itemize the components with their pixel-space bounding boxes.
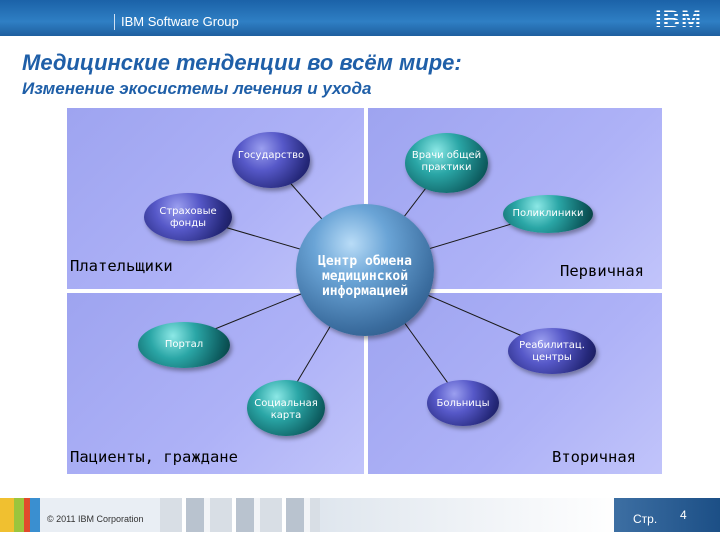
ibm-logo: IBM [655,6,702,33]
subtitle-italic: лечения [233,79,303,98]
label-secondary: Вторичная [552,448,636,466]
node-center[interactable] [296,204,434,336]
quadrant-patients [67,293,364,474]
node-polyclinics [503,195,593,233]
node-gp [405,133,488,193]
slide-title: Медицинские тенденции во всём мире: [22,50,462,75]
subtitle-plain: Изменение экосистемы [22,79,234,98]
footer-page-area [614,498,720,532]
footer-image-strip [160,498,320,532]
node-hospitals-label: Больницы [436,398,490,409]
label-patients: Пациенты, граждане [70,448,238,466]
node-portal [138,322,230,368]
label-primary: Первичная [560,262,644,280]
group-label: IBM Software Group [114,14,239,30]
node-insurance-label: Страховые фонды [159,206,217,229]
slide-subtitle: Изменение экосистемы лечения и ухода [22,79,371,99]
footer-color-strip [0,498,160,532]
quadrant-secondary [368,293,662,474]
node-social-card-label: Социальная карта [254,398,318,421]
page-number: 4 [680,508,687,522]
node-social-card [247,380,325,436]
page-label: Стр. [633,512,658,526]
node-rehab [508,328,596,374]
copyright: © 2011 IBM Corporation [47,514,144,524]
node-government [232,132,310,188]
node-gp-label: Врачи общей практики [411,150,482,173]
node-portal-label: Портал [164,339,204,350]
node-polyclinics-label: Поликлиники [512,208,584,219]
header-bar: IBM Software Group IBM [0,0,720,36]
node-rehab-label: Реабилитац. центры [519,340,585,363]
footer-fade [320,498,620,532]
node-hospitals [427,380,499,426]
subtitle-rest: и ухода [302,79,372,98]
node-insurance [144,193,232,241]
node-government-label: Государство [237,150,305,161]
label-payers: Плательщики [70,257,173,275]
node-center-label: Центр обмена медицинской информацией [318,254,412,299]
